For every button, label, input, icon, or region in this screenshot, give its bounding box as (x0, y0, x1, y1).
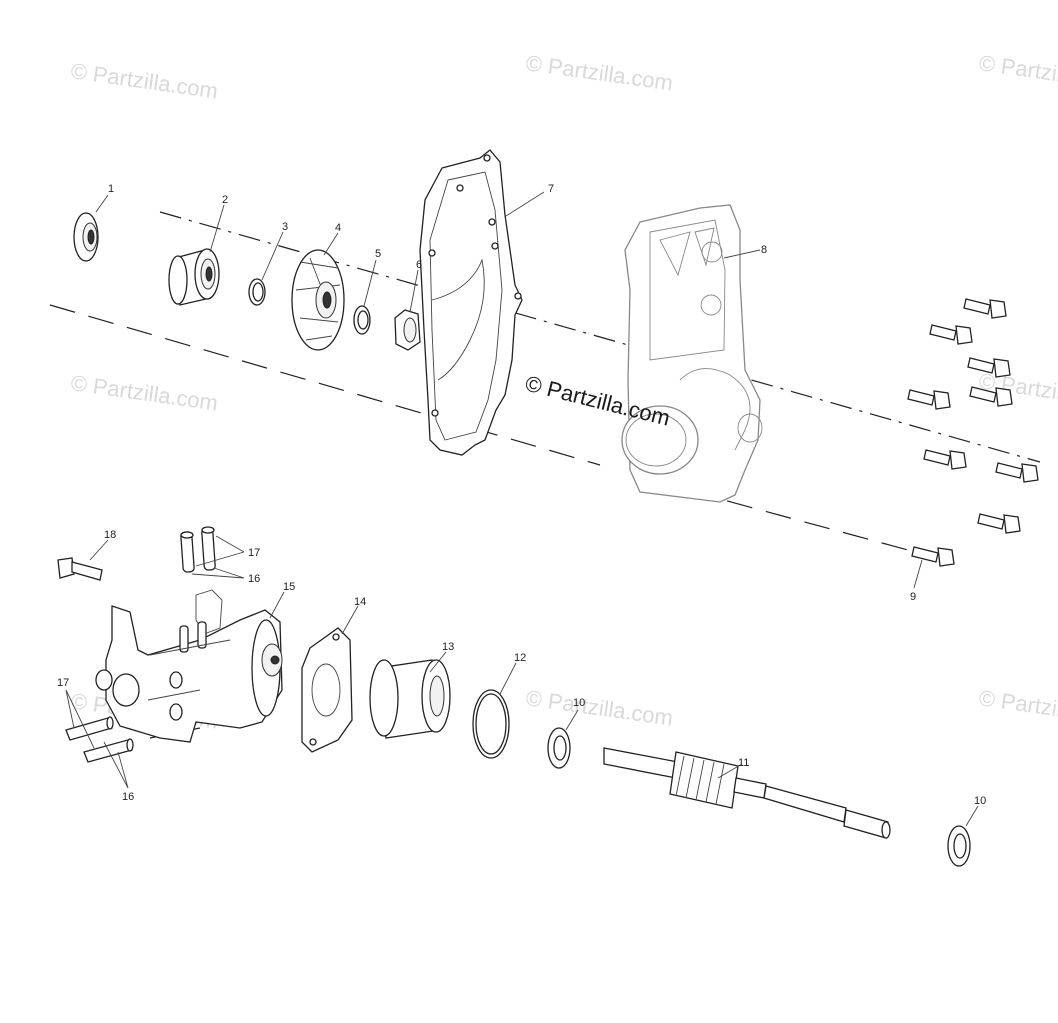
watermark-low-right: © Partzilla.com (977, 685, 1058, 730)
bolt-7 (923, 449, 967, 470)
part-3-ring (248, 278, 266, 306)
watermark-mid-left: © Partzilla.com (69, 370, 219, 415)
centerline-lower-left (49, 304, 601, 466)
part-5-washer (353, 305, 371, 335)
bolt-5 (969, 386, 1013, 407)
callout-8: 8 (761, 244, 767, 256)
bolt-9 (911, 546, 955, 567)
part-13-bushing (369, 659, 451, 739)
centerline-upper (159, 211, 1041, 463)
callout-3: 3 (282, 221, 288, 233)
part-17-top-pins (180, 526, 216, 573)
watermark-low-center: © Partzilla.com (524, 685, 674, 730)
callout-14: 14 (354, 596, 366, 608)
callout-10-right: 10 (974, 795, 986, 807)
callout-9: 9 (910, 591, 916, 603)
part-11-shaft (603, 747, 891, 839)
part-1-seal (73, 212, 99, 262)
callouts: 1 2 3 4 5 6 7 8 9 18 17 16 15 14 13 12 1… (57, 183, 986, 807)
callout-11: 11 (738, 757, 749, 769)
bolt-2 (929, 324, 973, 345)
bolt-4 (907, 389, 951, 410)
part-4-impeller (291, 249, 345, 351)
leader-lines (65, 191, 979, 827)
callout-17-top: 17 (248, 547, 260, 559)
callout-4: 4 (335, 222, 341, 234)
bolt-1 (963, 298, 1007, 319)
part-10-washer-right (947, 825, 971, 867)
callout-2: 2 (222, 194, 228, 206)
part-2-bearing (168, 248, 220, 306)
callout-7: 7 (548, 183, 554, 195)
callout-5: 5 (375, 248, 381, 260)
callout-18: 18 (104, 529, 116, 541)
callout-16-top: 16 (248, 573, 260, 585)
part-8-pump-cover (621, 204, 763, 503)
callout-15: 15 (283, 581, 295, 593)
part-17-lower-pins (65, 716, 134, 763)
part-9-bolt-set (907, 298, 1039, 567)
bolt-6 (995, 462, 1039, 483)
part-6-nut (394, 309, 421, 351)
callout-6: 6 (416, 259, 422, 271)
part-15-oil-pump (95, 589, 283, 743)
callout-12: 12 (514, 652, 526, 664)
bolt-3 (967, 357, 1011, 378)
part-12-o-ring (472, 689, 510, 759)
callout-10-left: 10 (573, 697, 585, 709)
part-14-gasket (301, 627, 353, 753)
bolt-8 (977, 513, 1021, 534)
callout-17-left: 17 (57, 677, 69, 689)
callout-16-bottom: 16 (122, 791, 134, 803)
part-10-washer-left (547, 727, 571, 769)
watermark-top-center: © Partzilla.com (524, 50, 674, 95)
watermark-top-right: © Partzilla.com (977, 50, 1058, 95)
callout-13: 13 (442, 641, 454, 653)
part-7-gasket (419, 149, 523, 456)
watermark-top-left: © Partzilla.com (69, 58, 219, 103)
part-18-bolt (57, 557, 103, 581)
callout-1: 1 (108, 183, 114, 195)
